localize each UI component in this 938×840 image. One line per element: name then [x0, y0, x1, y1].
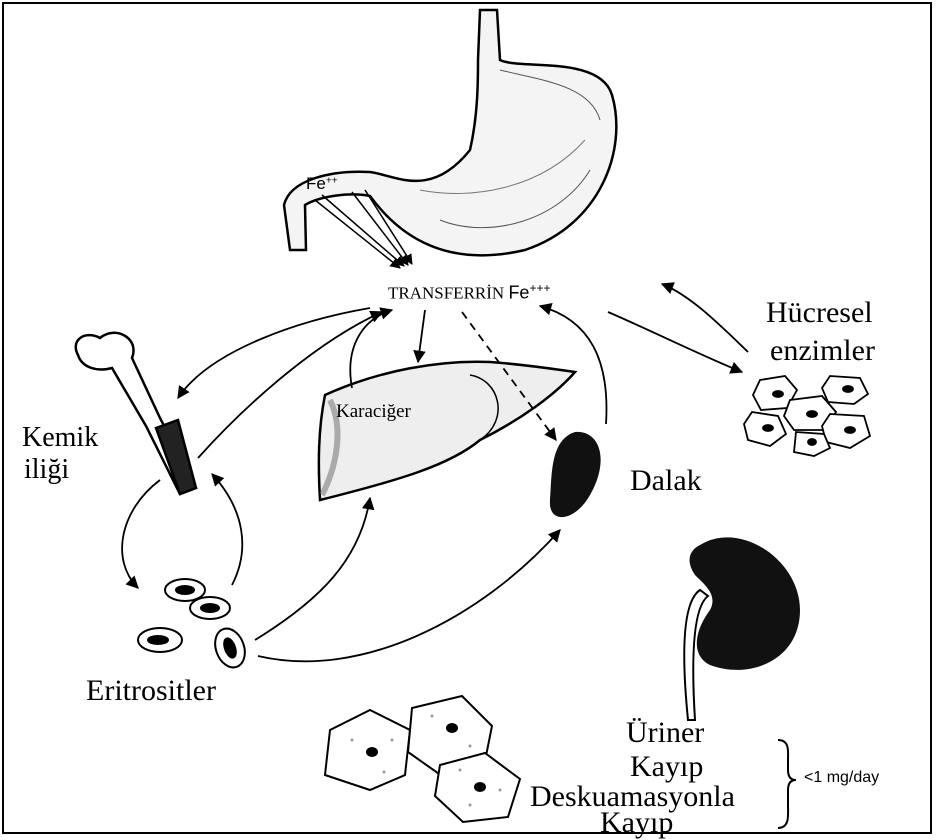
cellular-enzymes-label-2: enzimler — [770, 336, 875, 366]
spleen-label: Dalak — [630, 466, 702, 496]
fe3-charge: +++ — [529, 281, 550, 295]
transferrin-text: TRANSFERRİN — [388, 284, 504, 303]
erythrocyte-cells — [138, 579, 250, 672]
fe2-label: Fe++ — [306, 175, 338, 192]
fe2-charge: ++ — [326, 175, 338, 186]
urinary-loss-label-1: Üriner — [626, 718, 704, 748]
kidney-illustration — [684, 537, 800, 720]
transferrin-label: TRANSFERRİN Fe+++ — [388, 282, 550, 302]
desquamation-loss-label-2: Kayıp — [600, 808, 673, 838]
bone-marrow-label-2: iliği — [24, 456, 69, 484]
liver-illustration — [319, 362, 575, 500]
fe3-text: Fe — [508, 283, 529, 303]
urinary-loss-label-2: Kayıp — [630, 752, 703, 782]
cellular-enzymes-label-1: Hücresel — [766, 298, 873, 328]
bone-marrow-label-1: Kemik — [22, 424, 98, 452]
stomach-illustration — [284, 10, 616, 255]
spleen-illustration — [550, 432, 601, 517]
loss-brace — [778, 740, 796, 828]
daily-loss-label: <1 mg/day — [804, 770, 879, 786]
enzyme-cells — [744, 376, 870, 456]
erythrocytes-label: Eritrositler — [86, 676, 216, 706]
fe2-text: Fe — [306, 174, 326, 193]
bone-illustration — [76, 333, 196, 494]
liver-label: Karaciğer — [336, 402, 411, 421]
desquamated-cells — [325, 696, 520, 822]
